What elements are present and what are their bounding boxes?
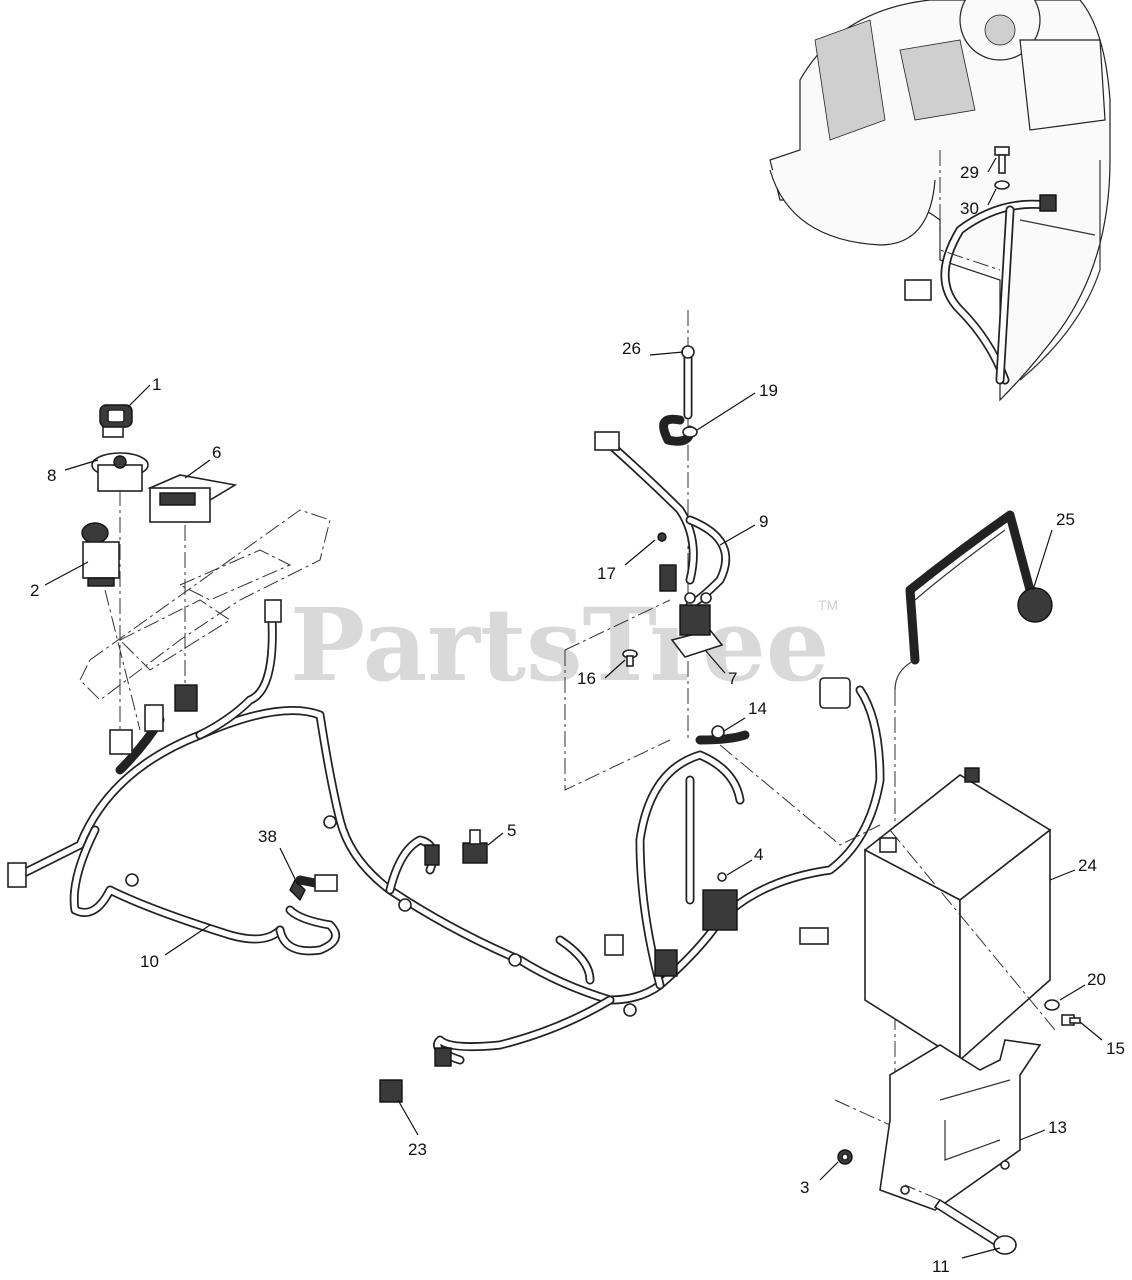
ignition-switch-8 bbox=[91, 452, 149, 492]
terminal-14 bbox=[711, 725, 725, 739]
dash-panel-outline bbox=[79, 509, 331, 701]
battery-bracket-13 bbox=[879, 1039, 1042, 1211]
callout-23: 23 bbox=[408, 1140, 427, 1159]
callout-7: 7 bbox=[728, 669, 737, 688]
callout-labels: 1 2 3 4 5 6 7 8 9 10 11 13 14 15 16 17 1… bbox=[30, 163, 1125, 1276]
washer-19 bbox=[682, 426, 698, 438]
screw-16 bbox=[622, 649, 638, 667]
hour-meter-6 bbox=[147, 474, 238, 523]
nut-17 bbox=[657, 532, 667, 542]
callout-2: 2 bbox=[30, 581, 39, 600]
screw-4 bbox=[717, 872, 727, 882]
battery-cable-9 bbox=[594, 431, 731, 610]
pto-switch-2 bbox=[81, 522, 120, 587]
callout-9: 9 bbox=[759, 512, 768, 531]
harness-connectors bbox=[7, 599, 851, 1103]
callout-19: 19 bbox=[759, 381, 778, 400]
callout-8: 8 bbox=[47, 466, 56, 485]
bolt-11 bbox=[933, 1198, 1017, 1255]
callout-38: 38 bbox=[258, 827, 277, 846]
washer-30 bbox=[994, 180, 1010, 190]
battery-strap-25 bbox=[894, 510, 1053, 691]
callout-10: 10 bbox=[140, 952, 159, 971]
callout-24: 24 bbox=[1078, 856, 1097, 875]
callout-14: 14 bbox=[748, 699, 767, 718]
callout-13: 13 bbox=[1048, 1118, 1067, 1137]
callout-5: 5 bbox=[507, 821, 516, 840]
callout-16: 16 bbox=[577, 669, 596, 688]
callout-3: 3 bbox=[800, 1178, 809, 1197]
callout-26: 26 bbox=[622, 339, 641, 358]
key-1 bbox=[99, 404, 133, 438]
callout-15: 15 bbox=[1106, 1039, 1125, 1058]
battery-24 bbox=[863, 767, 1052, 1062]
watermark-trademark: TM bbox=[818, 597, 838, 613]
callout-20: 20 bbox=[1087, 970, 1106, 989]
wiring-harness-10 bbox=[15, 615, 885, 1065]
leader-lines bbox=[44, 157, 1103, 1259]
solenoid-7 bbox=[670, 592, 724, 658]
callout-29: 29 bbox=[960, 163, 979, 182]
engine-inset bbox=[769, 0, 1111, 402]
clip-38 bbox=[289, 878, 306, 902]
callout-6: 6 bbox=[212, 443, 221, 462]
callout-4: 4 bbox=[754, 845, 763, 864]
bolt-29 bbox=[994, 146, 1010, 174]
bolt-15 bbox=[1061, 1014, 1081, 1026]
watermark-brand: PartsTree bbox=[290, 586, 830, 704]
callout-11: 11 bbox=[932, 1257, 950, 1276]
washer-20 bbox=[1044, 999, 1060, 1011]
connector-5 bbox=[462, 829, 488, 864]
callout-1: 1 bbox=[152, 375, 161, 394]
callout-17: 17 bbox=[597, 564, 616, 583]
callout-25: 25 bbox=[1056, 510, 1075, 529]
callout-30: 30 bbox=[960, 199, 979, 218]
